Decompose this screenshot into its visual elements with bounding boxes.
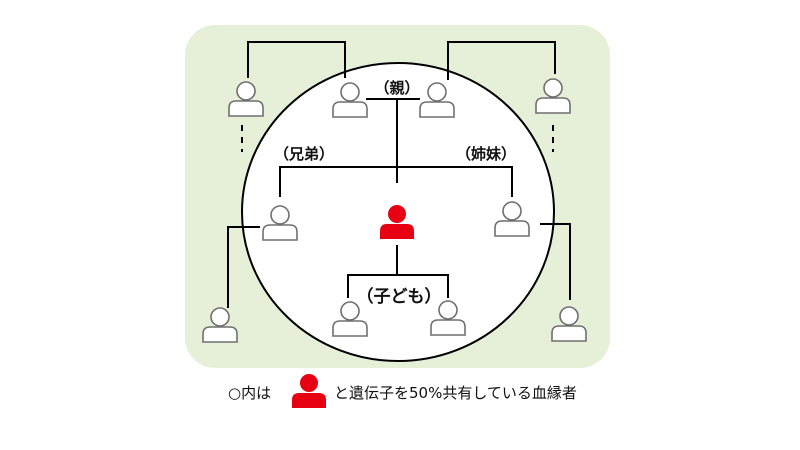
legend-suffix: と遺伝子を50%共有している血縁者 (334, 384, 577, 402)
parents-label: （親） (374, 79, 419, 97)
connector-lines (227, 41, 571, 308)
legend-prefix: ○内は (228, 384, 271, 402)
legend: ○内は と遺伝子を50%共有している血縁者 (228, 374, 577, 408)
siblings-label: （兄弟） (274, 145, 334, 163)
legend-self-person-icon (292, 374, 326, 408)
children-label: （子ども） (357, 286, 442, 307)
sisters-label: （姉妹） (456, 145, 516, 163)
